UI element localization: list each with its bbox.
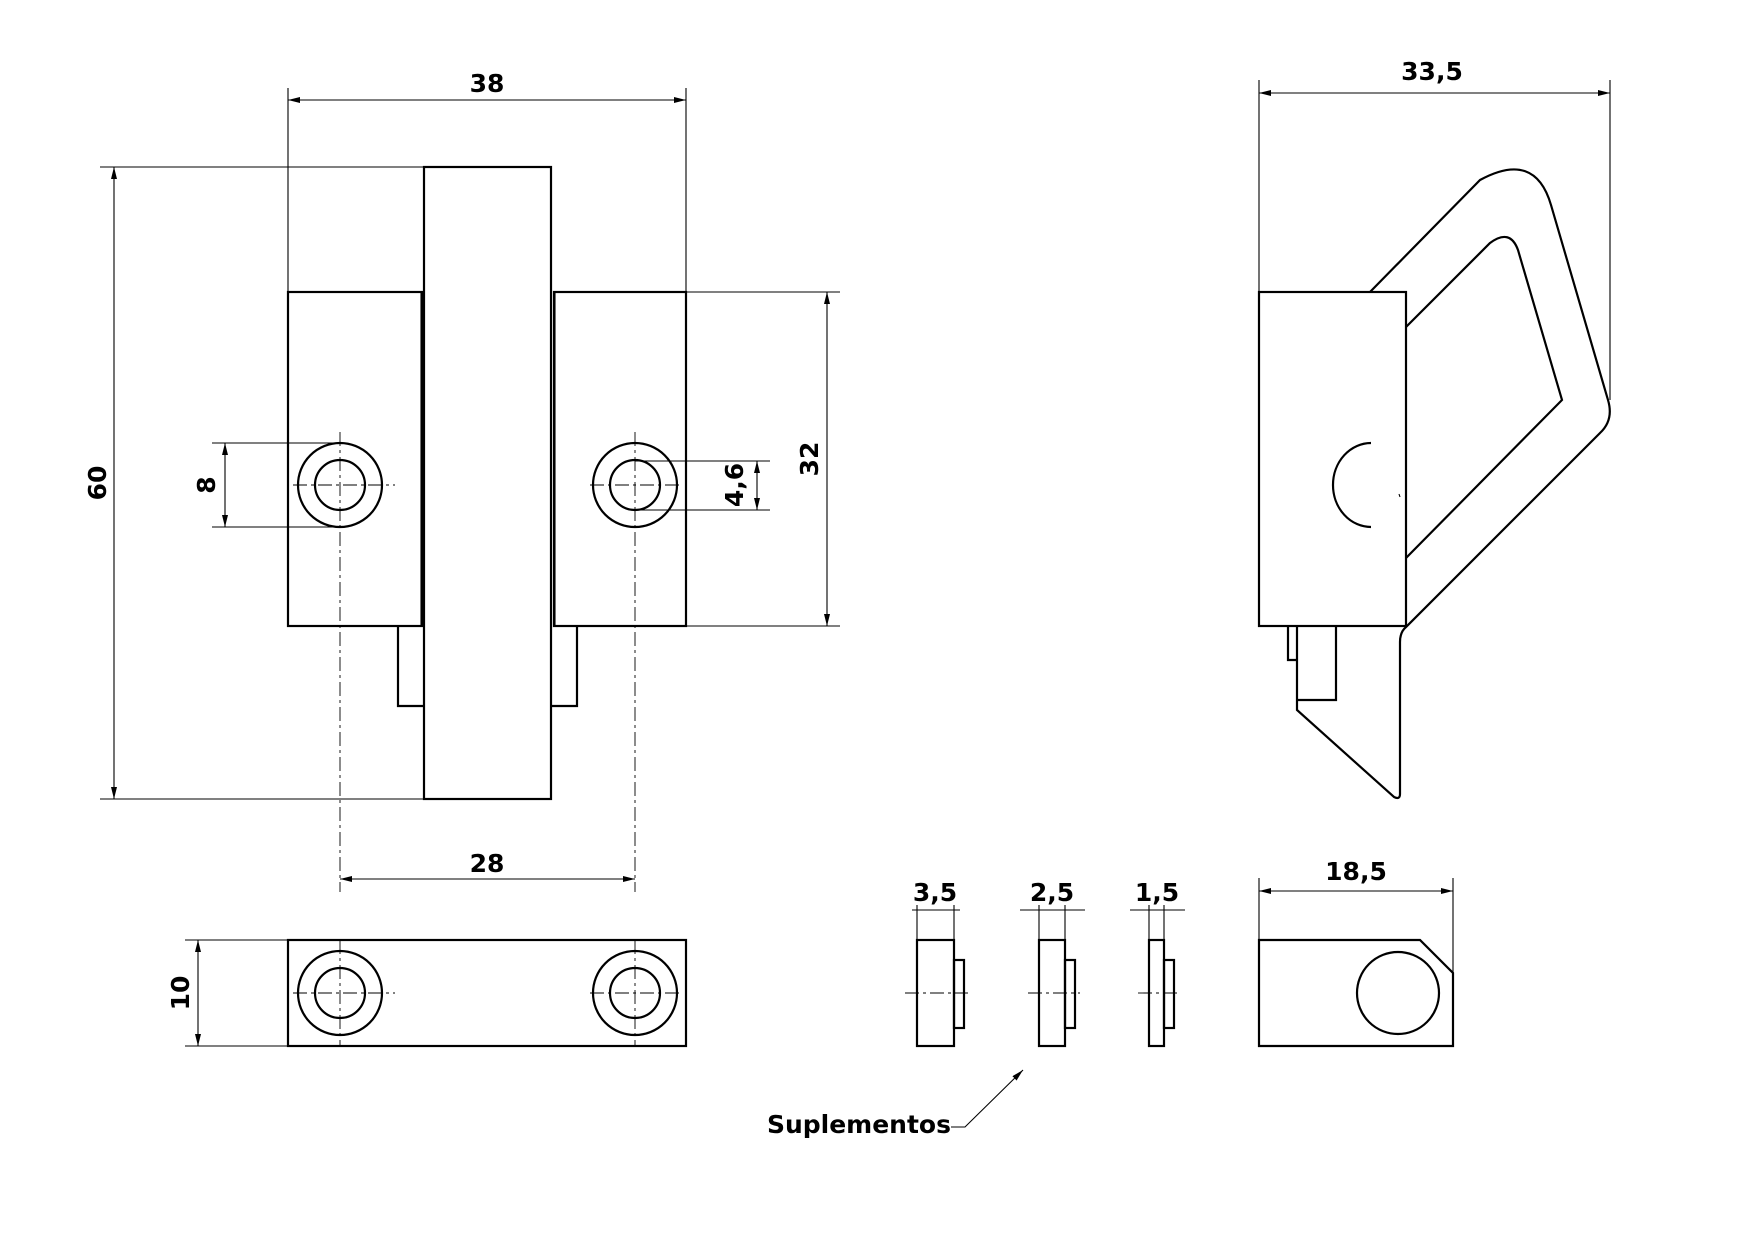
center-bar (422, 165, 553, 801)
side-tab (1286, 626, 1338, 702)
side-hole-arc (1331, 441, 1372, 529)
dim-outer-ring: 8 (192, 476, 221, 493)
shims-leader (951, 1069, 1024, 1128)
shim-2-5: 2,5 (1020, 878, 1085, 1048)
bottom-side-view: 18,5 (1257, 857, 1455, 1048)
shims-label: Suplementos (767, 1110, 951, 1139)
left-tab (396, 626, 424, 708)
dim-inner-hole: 4,6 (720, 463, 749, 507)
bottom-right-hole (590, 940, 680, 1046)
right-plate (552, 290, 688, 628)
bottom-side-hole (1355, 950, 1441, 1036)
dim-side-width: 33,5 (1401, 57, 1463, 86)
bracket-outer (1295, 168, 1611, 800)
dim-hole-spacing: 28 (470, 849, 505, 878)
right-tab (551, 626, 579, 708)
bottom-side-body (1257, 938, 1455, 1048)
shim-3-5: 3,5 (905, 878, 968, 1048)
dim-bottom-thickness: 10 (166, 976, 195, 1011)
dim-plate-height: 32 (795, 442, 824, 477)
side-view: 33,5 (1257, 57, 1611, 800)
left-hole (293, 441, 395, 529)
front-view: 38 60 8 4,6 32 28 (83, 69, 840, 892)
dim-bottom-side-width: 18,5 (1325, 857, 1387, 886)
bracket-inner (1405, 235, 1564, 559)
left-plate (286, 290, 424, 628)
shim-1-5: 1,5 (1130, 878, 1185, 1048)
shims: 3,5 2,5 1,5 Suplementos (767, 878, 1185, 1139)
dim-shim-1: 3,5 (913, 878, 957, 907)
dim-front-width: 38 (470, 69, 505, 98)
dim-front-height: 60 (83, 466, 112, 501)
bottom-plate (286, 938, 688, 1048)
dim-shim-3: 1,5 (1135, 878, 1179, 907)
bottom-left-hole (293, 940, 395, 1046)
bottom-view: 10 (166, 938, 688, 1048)
dim-shim-2: 2,5 (1030, 878, 1074, 907)
side-body (1257, 290, 1408, 628)
